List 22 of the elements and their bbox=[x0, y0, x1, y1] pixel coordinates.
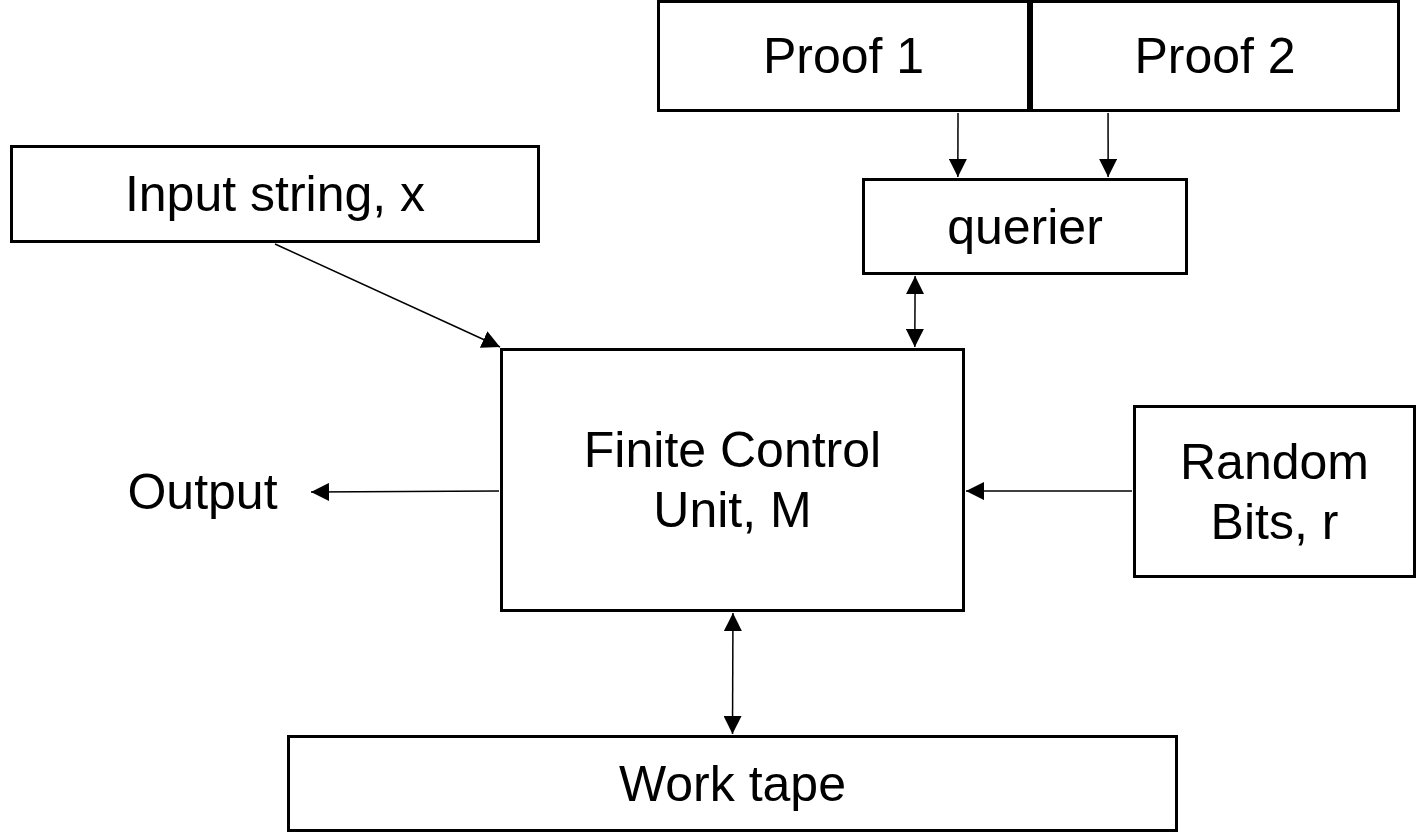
proof-box bbox=[657, 0, 1030, 112]
node-text: Output bbox=[126, 463, 279, 522]
random-bits-box bbox=[1133, 405, 1416, 578]
arrow bbox=[905, 275, 925, 348]
arrow bbox=[723, 612, 742, 735]
arrow bbox=[274, 243, 501, 348]
arrow bbox=[310, 482, 500, 501]
arrow bbox=[948, 112, 967, 178]
control-unit-box bbox=[500, 348, 965, 612]
node-text: Input string, x bbox=[123, 165, 427, 224]
arrow bbox=[1099, 112, 1118, 178]
node-text: Work tape bbox=[618, 754, 847, 814]
work-tape-box bbox=[287, 735, 1178, 832]
node-text: Finite Control Unit, M bbox=[582, 421, 883, 540]
arrow bbox=[965, 482, 1133, 501]
node-text: Random Bits, r bbox=[1179, 432, 1370, 552]
querier-box bbox=[862, 178, 1188, 275]
proof-box bbox=[1030, 0, 1400, 112]
node-text: Proof 2 bbox=[1133, 27, 1297, 86]
input-box bbox=[10, 145, 540, 243]
node-text: querier bbox=[946, 197, 1104, 257]
node-text: Proof 1 bbox=[761, 27, 926, 86]
